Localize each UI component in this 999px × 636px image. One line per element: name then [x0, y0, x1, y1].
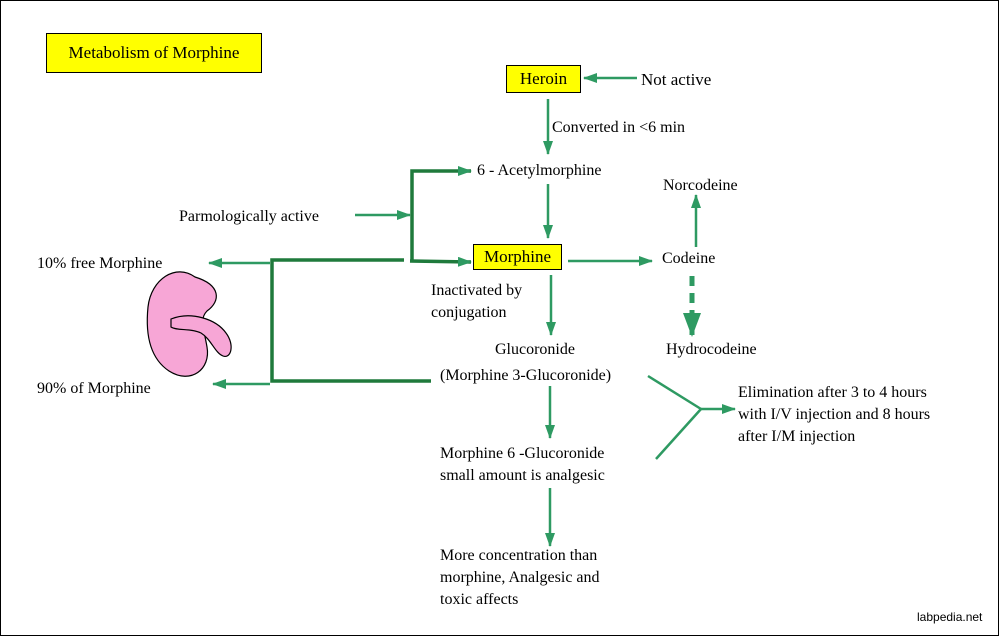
branch-to-acetylmorphine: [410, 166, 472, 261]
inactivated-line-2: conjugation: [431, 304, 507, 321]
acetylmorphine-label: 6 - Acetylmorphine: [477, 162, 602, 179]
glucoronide-label: Glucoronide: [495, 341, 575, 358]
diagram-title-text: Metabolism of Morphine: [68, 43, 240, 62]
kidney-icon: [146, 271, 232, 377]
heroin-box: Heroin: [506, 65, 581, 93]
more-line-1: More concentration than: [440, 547, 598, 564]
elimination-label: Elimination after 3 to 4 hours with I/V …: [738, 382, 930, 448]
more-line-3: toxic affects: [440, 591, 519, 608]
m6g-label: Morphine 6 -Glucoronide small amount is …: [440, 443, 605, 487]
morphine-box: Morphine: [473, 244, 562, 270]
fork-top: [647, 374, 702, 411]
m3g-label: (Morphine 3-Glucoronide): [440, 367, 612, 384]
more-line-2: morphine, Analgesic and: [440, 569, 600, 586]
inactivated-label: Inactivated by conjugation: [431, 280, 522, 324]
elimination-line-2: with I/V injection and 8 hours: [738, 406, 931, 423]
inactivated-line-1: Inactivated by: [431, 282, 523, 299]
elimination-line-1: Elimination after 3 to 4 hours: [738, 384, 927, 401]
hydrocodeine-label: Hydrocodeine: [666, 341, 757, 358]
parmologically-active-label: Parmologically active: [179, 208, 319, 225]
norcodeine-label: Norcodeine: [663, 177, 738, 194]
ninety-morphine-label: 90% of Morphine: [37, 380, 151, 397]
fork-bottom: [655, 408, 702, 460]
not-active-label: Not active: [641, 70, 712, 89]
m6g-line-1: Morphine 6 -Glucoronide: [440, 445, 605, 462]
excretion-bracket: [270, 258, 431, 383]
morphine-label: Morphine: [483, 247, 552, 266]
codeine-label: Codeine: [662, 250, 716, 267]
watermark: labpedia.net: [917, 610, 983, 624]
branch-to-morphine: [409, 256, 472, 267]
heroin-label: Heroin: [519, 69, 568, 88]
elimination-line-3: after I/M injection: [738, 428, 856, 445]
converted-label: Converted in <6 min: [552, 119, 686, 136]
more-concentration-label: More concentration than morphine, Analge…: [440, 545, 600, 611]
m6g-line-2: small amount is analgesic: [440, 467, 605, 484]
diagram-title: Metabolism of Morphine: [46, 33, 262, 73]
free-morphine-label: 10% free Morphine: [37, 255, 163, 272]
